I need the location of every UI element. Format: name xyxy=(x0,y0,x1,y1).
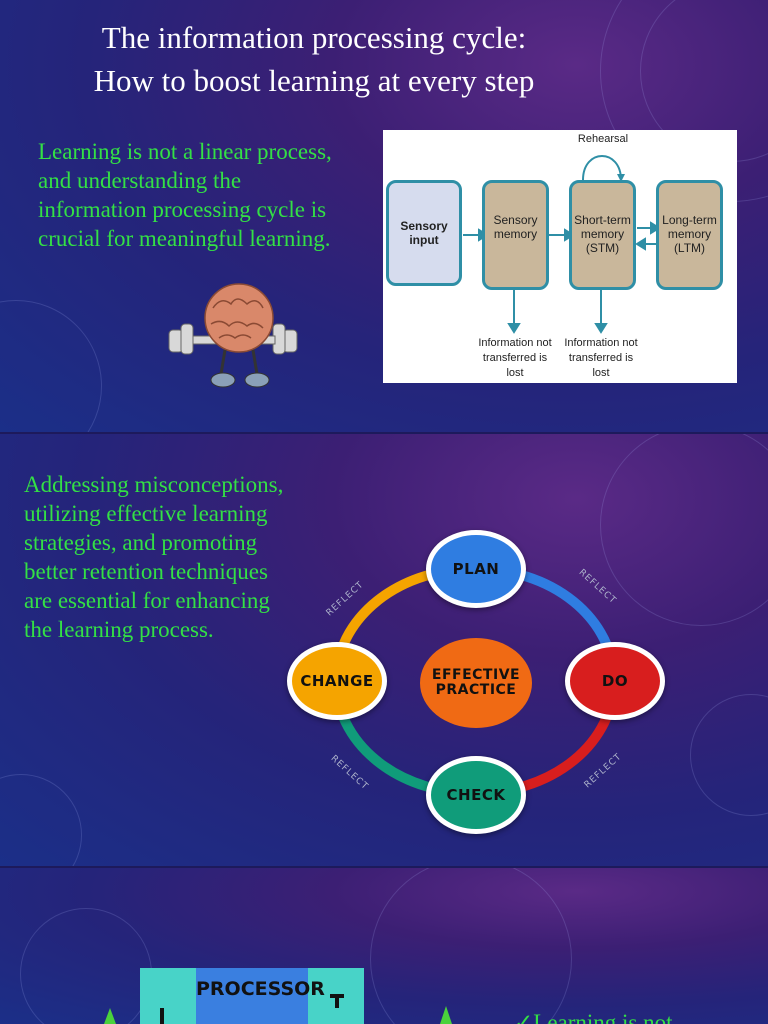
ltm-label: Long-term memory (LTM) xyxy=(662,213,717,255)
plan-node: PLAN xyxy=(426,530,526,608)
slide-2: Addressing misconceptions, utilizing eff… xyxy=(0,434,768,866)
ltm-box: Long-term memory (LTM) xyxy=(656,180,723,290)
partial-text: ✓Learning is not xyxy=(514,1010,673,1024)
slide3-graphics xyxy=(104,968,452,1024)
stm-box: Short-term memory (STM) xyxy=(569,180,636,290)
check-node: CHECK xyxy=(426,756,526,834)
rehearsal-label: Rehearsal xyxy=(577,133,629,145)
lost-label-2: Information not transferred is lost xyxy=(564,337,638,379)
memory-model-diagram: Rehearsal Sensory input Sensory memory S… xyxy=(383,130,737,383)
sensory-input-label: Sensory input xyxy=(400,219,448,247)
processor-label: PROCESSOR xyxy=(196,978,325,1000)
intro-text: Learning is not a linear process, and un… xyxy=(38,139,332,251)
slide-3: PROCESSOR ✓Learning is not xyxy=(0,868,768,1024)
slide-1: The information processing cycle: How to… xyxy=(0,0,768,432)
center-line-1: EFFECTIVE xyxy=(431,667,521,683)
effective-practice-center: EFFECTIVE PRACTICE xyxy=(420,638,532,728)
stm-label: Short-term memory (STM) xyxy=(574,213,631,255)
decorative-ring xyxy=(0,300,102,432)
decorative-ring xyxy=(20,908,152,1024)
sensory-memory-box: Sensory memory xyxy=(482,180,549,290)
slide-title: The information processing cycle: How to… xyxy=(0,16,628,102)
body-text: Addressing misconceptions, utilizing eff… xyxy=(24,472,284,642)
cycle-ring xyxy=(331,563,619,799)
sensory-memory-label: Sensory memory xyxy=(493,213,538,241)
title-line-2: How to boost learning at every step xyxy=(93,63,535,98)
center-line-2: PRACTICE xyxy=(435,682,517,698)
change-node: CHANGE xyxy=(287,642,387,720)
title-line-1: The information processing cycle: xyxy=(101,20,527,55)
sensory-input-box: Sensory input xyxy=(386,180,462,286)
do-node: DO xyxy=(565,642,665,720)
brain-weightlifter-image xyxy=(168,283,298,388)
lost-label-1: Information not transferred is lost xyxy=(478,337,552,379)
